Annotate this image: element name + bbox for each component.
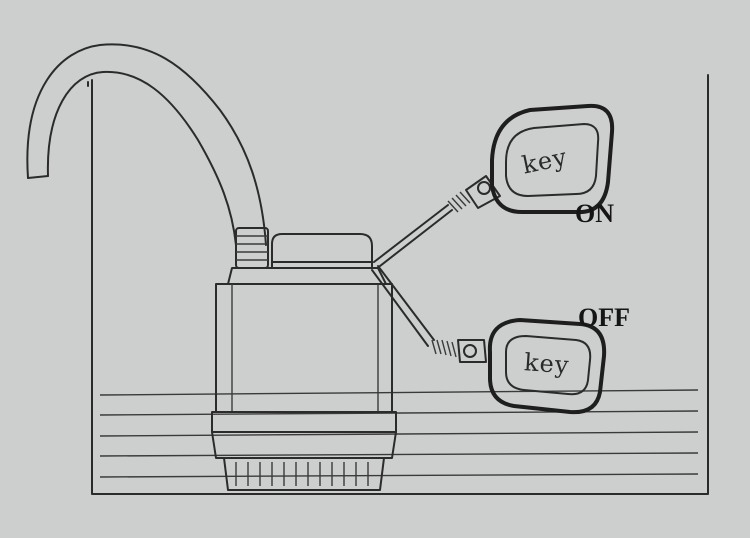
float-body-low [487, 318, 607, 415]
float-switch-high: key [447, 103, 615, 215]
pump-handle [271, 233, 373, 269]
float-switch-low: key [431, 318, 607, 415]
float-cables [371, 204, 453, 347]
intake-grille [223, 457, 385, 491]
key-label-high: key [520, 143, 570, 180]
cable-to-low-switch [377, 265, 435, 341]
cable-to-high-switch [373, 204, 449, 263]
outlet-hose [26, 43, 267, 246]
hose-connector [235, 227, 269, 269]
tank [91, 74, 709, 495]
off-label: OFF [578, 303, 630, 332]
cable-gland-low [431, 339, 457, 358]
float-body-high [490, 103, 615, 215]
cable-gland-high [447, 191, 471, 213]
on-label: ON [575, 199, 614, 228]
submersible-pump [211, 227, 397, 491]
key-label-low: key [523, 348, 570, 379]
pump-cap [227, 267, 387, 285]
water-lines [99, 389, 699, 478]
tank-walls [91, 74, 709, 495]
